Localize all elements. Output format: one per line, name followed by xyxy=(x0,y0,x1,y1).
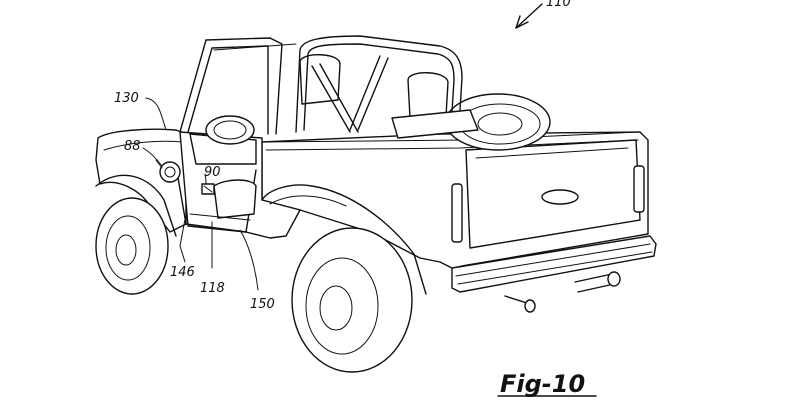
courtesy-lamp xyxy=(155,159,181,183)
ref-150: 150 xyxy=(250,297,275,312)
ref-110: 110 xyxy=(546,0,571,10)
rear-wheel xyxy=(291,227,413,373)
rear-bumper xyxy=(451,235,657,293)
ref-146: 146 xyxy=(170,265,195,280)
tailpipes xyxy=(504,271,621,313)
ref-88: 88 xyxy=(124,139,141,154)
ref-90: 90 xyxy=(204,165,221,180)
truck-bed xyxy=(261,131,649,269)
vehicle-body xyxy=(95,115,427,295)
leader-lines xyxy=(142,3,543,291)
switch-component xyxy=(201,183,215,195)
figure-label: Fig-10 xyxy=(500,370,585,398)
front-wheel xyxy=(95,197,169,295)
roll-bar xyxy=(295,35,463,133)
ref-118: 118 xyxy=(200,281,225,296)
seats xyxy=(299,54,479,139)
ref-130: 130 xyxy=(114,91,139,106)
windshield-frame xyxy=(179,37,297,135)
